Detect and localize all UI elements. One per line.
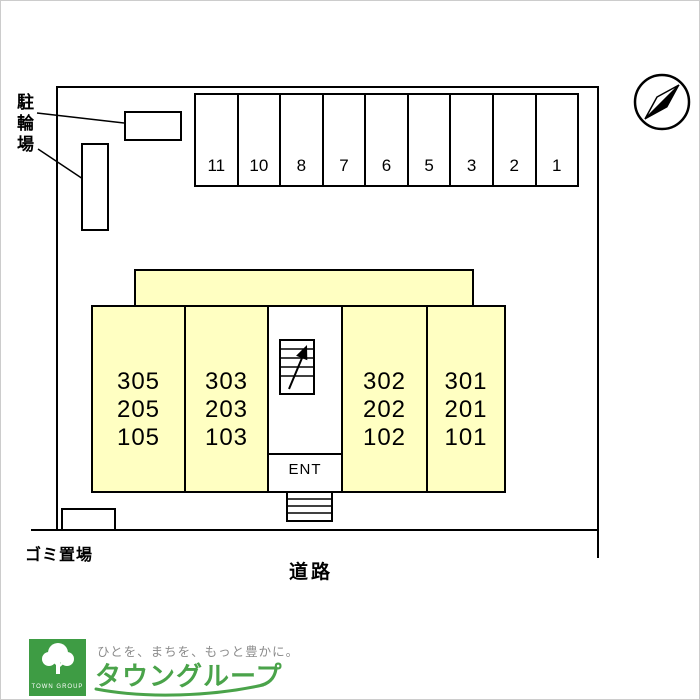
parking-stall-number: 11	[207, 156, 226, 175]
site-boundary-left	[56, 86, 58, 531]
parking-stall: 1	[537, 95, 578, 185]
tree-icon	[41, 643, 74, 674]
parking-stall-number: 3	[466, 156, 477, 175]
room-number: 301	[444, 368, 488, 395]
room-block-4: 301 201 101	[426, 305, 506, 493]
parking-stall-number: 7	[339, 156, 349, 175]
stairs-icon	[279, 339, 315, 395]
room-number: 305	[116, 368, 161, 395]
room-number: 303	[204, 368, 249, 395]
entrance-steps	[286, 491, 333, 522]
parking-stall-number: 10	[249, 156, 269, 175]
parking-stall-number: 8	[296, 156, 307, 175]
parking-stall-number: 1	[552, 156, 562, 175]
town-group-logo-badge: TOWN GROUP	[29, 639, 86, 696]
stair-core: ENT	[267, 305, 343, 493]
north-arrow-icon	[633, 73, 691, 131]
site-boundary-bottom	[31, 529, 599, 531]
bicycle-parking-area-2	[81, 143, 109, 231]
room-number: 203	[204, 396, 249, 423]
logo-badge-text: TOWN GROUP	[31, 684, 84, 690]
room-block-2: 303 203 103	[184, 305, 269, 493]
parking-stall: 11	[196, 95, 239, 185]
parking-row: 11 10 8 7 6 5 3 2 1	[194, 93, 579, 187]
parking-stall: 7	[324, 95, 367, 185]
parking-stall: 3	[451, 95, 494, 185]
room-number: 105	[116, 424, 161, 451]
bicycle-parking-area-1	[124, 111, 182, 141]
room-block-3: 302 202 102	[341, 305, 428, 493]
parking-stall: 5	[409, 95, 452, 185]
room-number: 205	[116, 396, 161, 423]
bicycle-parking-label: 駐輪場	[14, 93, 33, 156]
room-number: 202	[362, 396, 407, 423]
parking-stall: 2	[494, 95, 537, 185]
room-number: 102	[362, 424, 407, 451]
garbage-area	[61, 508, 116, 531]
room-number: 201	[444, 396, 488, 423]
garbage-label: ゴミ置場	[25, 547, 94, 564]
core-divider	[269, 453, 341, 455]
parking-stall: 8	[281, 95, 324, 185]
room-number: 302	[362, 368, 407, 395]
logo-swoosh	[94, 683, 265, 697]
logo-tagline: ひとを、まちを、もっと豊かに。	[97, 645, 300, 659]
building-top-strip	[134, 269, 474, 307]
road-label: 道路	[288, 562, 333, 583]
site-boundary-right	[597, 86, 599, 558]
room-number: 101	[444, 424, 488, 451]
parking-stall-number: 2	[509, 156, 519, 175]
parking-stall: 10	[239, 95, 282, 185]
parking-stall-number: 5	[424, 156, 434, 175]
site-boundary-top	[56, 86, 599, 88]
logo-brand-name: タウングループ	[95, 661, 283, 691]
entrance-label: ENT	[288, 461, 322, 478]
parking-stall-number: 6	[381, 156, 392, 175]
room-number: 103	[204, 424, 249, 451]
parking-stall: 6	[366, 95, 409, 185]
room-block-1: 305 205 105	[91, 305, 186, 493]
